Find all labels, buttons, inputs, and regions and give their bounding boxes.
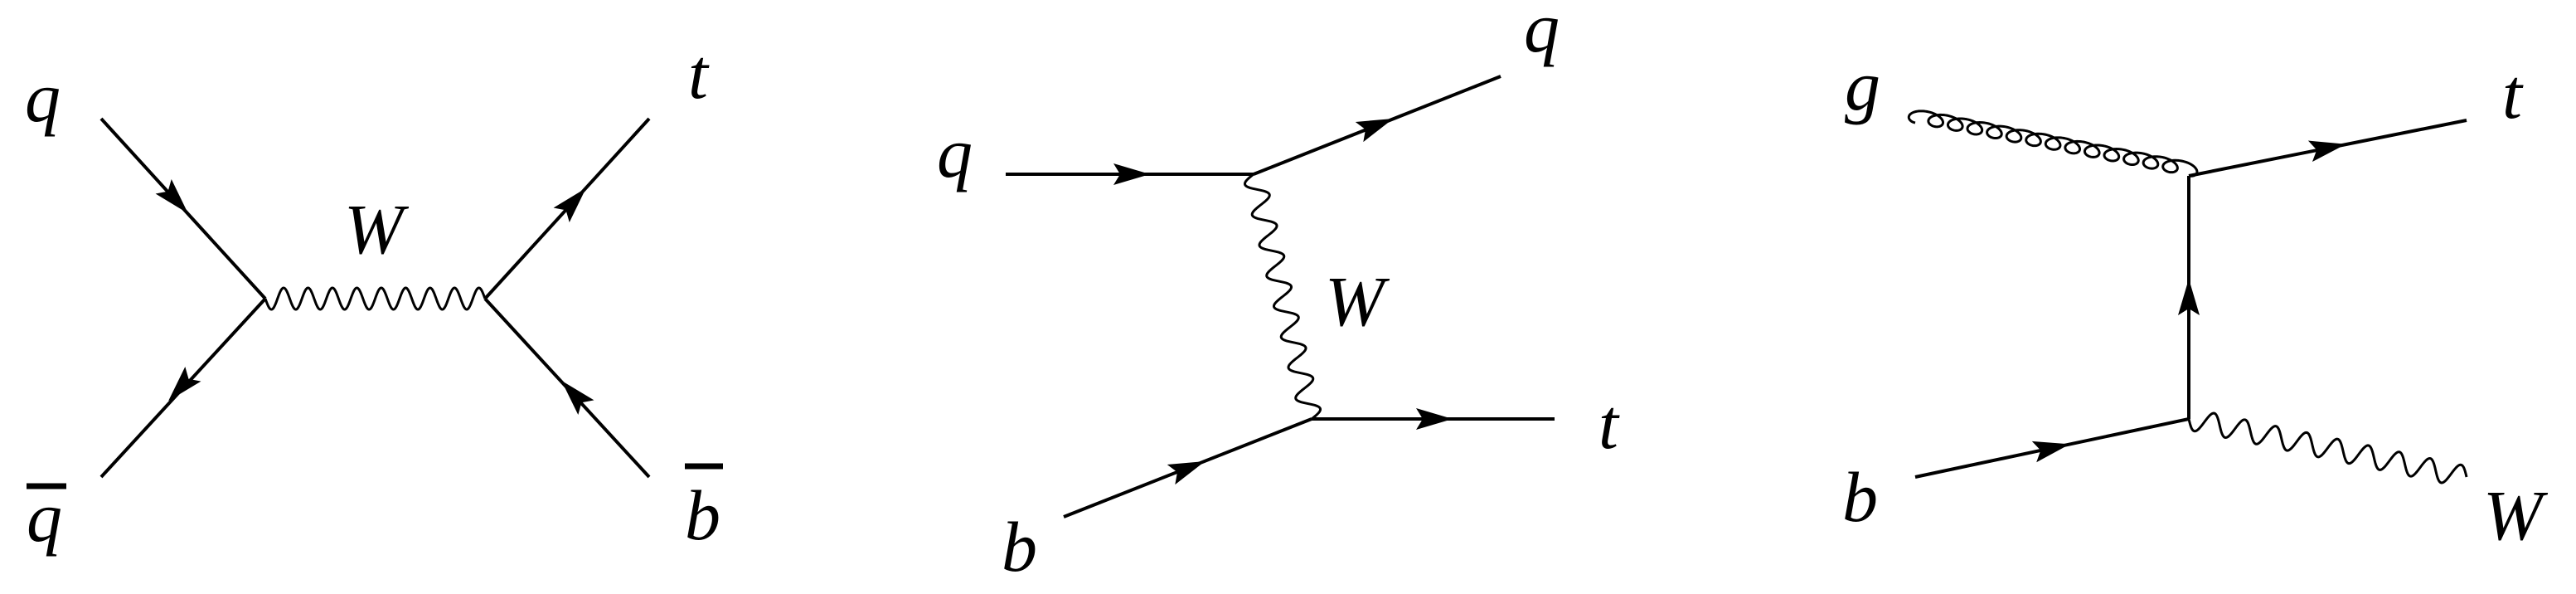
label-w-boson: W: [1325, 261, 1390, 341]
w-boson-propagator: [1243, 173, 1322, 421]
label-b-in: b: [1002, 507, 1037, 587]
w-boson-line: [2187, 411, 2468, 484]
gluon-line: [1907, 110, 2199, 178]
label-w-out: W: [2483, 475, 2549, 555]
arrow-bottom-in: [2031, 441, 2070, 463]
arrow-bottom-in: [1167, 460, 1206, 485]
label-g-in: g: [1845, 46, 1880, 125]
label-q-in: q: [937, 113, 973, 192]
label-q-in: q: [25, 57, 61, 137]
label-b-in: b: [1842, 457, 1878, 537]
arrow-antibottom-out: [561, 380, 594, 415]
label-bbar-out: b: [685, 475, 720, 555]
arrow-quark-in: [155, 178, 188, 214]
label-t-out: t: [1598, 384, 1620, 464]
arrow-top-out: [2307, 140, 2346, 163]
label-qbar-in: q: [27, 477, 62, 557]
arrow-internal-up: [2178, 279, 2200, 315]
arrow-top-out: [1416, 408, 1453, 430]
label-q-out: q: [1524, 0, 1560, 67]
arrow-quark-out: [1355, 118, 1394, 143]
arrow-quark-in: [1113, 163, 1150, 185]
diagram-tw-channel: g t b W: [1842, 46, 2549, 555]
diagram-t-channel: q q W b t: [937, 0, 1620, 587]
arrow-antiquark-in: [168, 367, 201, 402]
label-w-boson: W: [344, 189, 410, 269]
label-t-out: t: [688, 34, 710, 114]
label-t-out: t: [2502, 54, 2524, 134]
diagram-s-channel: q q W t b: [25, 34, 723, 557]
w-boson-propagator: [264, 286, 487, 311]
arrow-top-out: [553, 187, 586, 223]
